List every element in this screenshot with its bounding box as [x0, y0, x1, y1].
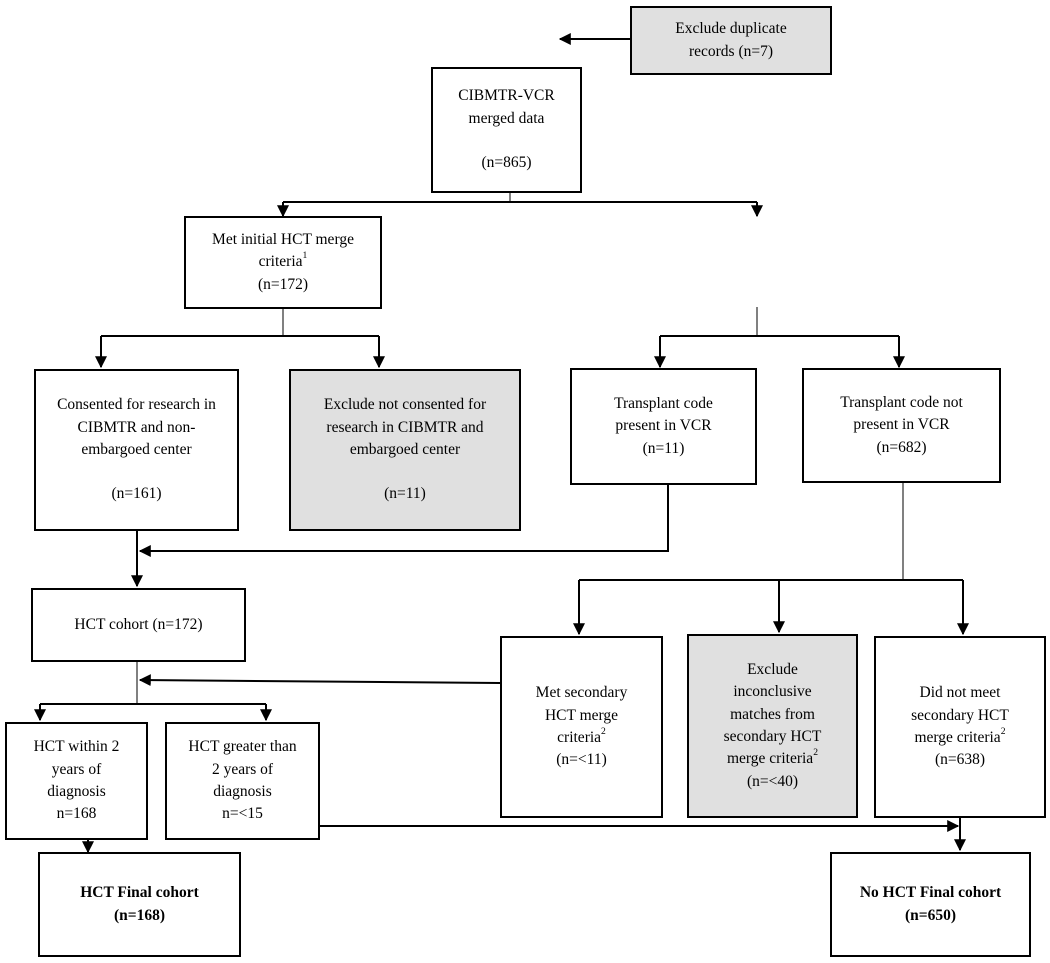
exclude-duplicates-line-1: Exclude duplicate [675, 20, 787, 38]
exclude-duplicates-box: Exclude duplicate records (n=7) [630, 6, 832, 75]
exclude-not-consented-count: (n=11) [384, 485, 426, 503]
met-secondary-line-2: HCT merge [544, 706, 619, 724]
met-secondary-criteria-box: Met secondary HCT merge criteria2 (n=<11… [500, 636, 663, 818]
exclude-inconclusive-line-2: inconclusive [733, 683, 812, 701]
transplant-code-not-present-box: Transplant code not present in VCR (n=68… [802, 368, 1001, 483]
met-secondary-count: (n=<11) [556, 751, 607, 769]
transplant-not-present-count: (n=682) [876, 438, 927, 456]
consented-count: (n=161) [111, 485, 162, 503]
hct-final-title: HCT Final cohort [80, 884, 199, 902]
exclude-not-consented-spacer [324, 462, 486, 484]
hct-greater-line-1: HCT greater than [188, 738, 297, 756]
merged-data-count: (n=865) [481, 154, 532, 172]
hct-final-cohort-box: HCT Final cohort (n=168) [38, 852, 241, 957]
met-initial-line-1: Met initial HCT merge [212, 230, 354, 248]
no-hct-final-cohort-box: No HCT Final cohort (n=650) [830, 852, 1031, 957]
exclude-inconclusive-line-3: matches from [730, 705, 815, 723]
did-not-meet-criteria-text: merge criteria [914, 729, 1001, 746]
hct-cohort-label: HCT cohort (n=172) [74, 615, 203, 633]
hct-within-2-years-box: HCT within 2 years of diagnosis n=168 [5, 722, 148, 840]
exclude-not-consented-box: Exclude not consented for research in CI… [289, 369, 521, 531]
consented-box: Consented for research in CIBMTR and non… [34, 369, 239, 531]
no-hct-final-title: No HCT Final cohort [859, 884, 1002, 902]
met-secondary-criteria-text: criteria [557, 729, 602, 746]
hct-cohort-box: HCT cohort (n=172) [31, 588, 246, 662]
footnote-2-marker: 2 [1000, 725, 1006, 737]
footnote-2-marker: 2 [601, 725, 606, 737]
consented-spacer [57, 462, 216, 484]
hct-final-count: (n=168) [113, 906, 166, 924]
consented-line-2: CIBMTR and non- [77, 418, 196, 436]
hct-greater-line-3: diagnosis [213, 783, 272, 800]
met-secondary-line-1: Met secondary [535, 684, 628, 702]
footnote-1-marker: 1 [302, 250, 308, 262]
transplant-code-present-box: Transplant code present in VCR (n=11) [570, 368, 757, 485]
hct-greater-than-2-years-box: HCT greater than 2 years of diagnosis n=… [165, 722, 320, 840]
hct-within-line-1: HCT within 2 [33, 738, 120, 756]
exclude-inconclusive-line-4: secondary HCT [723, 728, 822, 745]
exclude-inconclusive-count: (n=<40) [746, 772, 799, 790]
merged-data-spacer [458, 130, 554, 152]
met-initial-criteria-box: Met initial HCT merge criteria1 (n=172) [184, 216, 382, 309]
hct-within-line-2: years of [51, 760, 102, 778]
merged-data-box: CIBMTR-VCR merged data (n=865) [431, 67, 582, 193]
arrow-transplant-present-merge [138, 485, 669, 557]
hct-within-line-3: diagnosis [47, 783, 106, 800]
did-not-meet-line-3: merge criteria2 [911, 727, 1009, 749]
transplant-not-present-line-2: present in VCR [853, 416, 950, 434]
consented-line-1: Consented for research in [57, 396, 216, 414]
did-not-meet-line-2: secondary HCT [911, 706, 1009, 724]
exclude-not-consented-line-1: Exclude not consented for [323, 396, 487, 414]
exclude-inconclusive-box: Exclude inconclusive matches from second… [687, 634, 858, 818]
footnote-2-marker: 2 [813, 747, 818, 759]
merged-data-line-2: merged data [468, 109, 545, 127]
transplant-present-line-1: Transplant code [614, 394, 713, 412]
met-secondary-line-3: criteria2 [536, 727, 628, 749]
transplant-present-count: (n=11) [642, 439, 685, 457]
consented-line-3: embargoed center [81, 441, 192, 459]
no-hct-final-count: (n=650) [904, 906, 957, 924]
transplant-not-present-line-1: Transplant code not [840, 393, 963, 411]
met-initial-line-2: criteria1 [212, 251, 354, 273]
exclude-inconclusive-criteria-text: merge criteria [726, 750, 814, 768]
hct-within-count: n=168 [56, 805, 97, 823]
hct-greater-count: n=<15 [222, 805, 263, 823]
exclude-inconclusive-line-1: Exclude [747, 660, 798, 678]
merged-data-line-1: CIBMTR-VCR [458, 87, 555, 105]
did-not-meet-count: (n=638) [934, 751, 986, 769]
arrow-met-secondary-to-cohort [138, 674, 501, 687]
did-not-meet-line-1: Did not meet [919, 684, 1001, 702]
exclude-not-consented-line-3: embargoed center [349, 441, 461, 459]
met-initial-criteria-text: criteria [258, 253, 303, 271]
met-initial-count: (n=172) [257, 275, 309, 293]
hct-greater-line-2: 2 years of [211, 760, 274, 778]
exclude-not-consented-line-2: research in CIBMTR and [326, 418, 484, 436]
exclude-inconclusive-line-5: merge criteria2 [724, 748, 822, 770]
transplant-present-line-2: present in VCR [615, 417, 712, 435]
exclude-duplicates-line-2: records (n=7) [688, 42, 774, 60]
did-not-meet-secondary-box: Did not meet secondary HCT merge criteri… [874, 636, 1046, 818]
